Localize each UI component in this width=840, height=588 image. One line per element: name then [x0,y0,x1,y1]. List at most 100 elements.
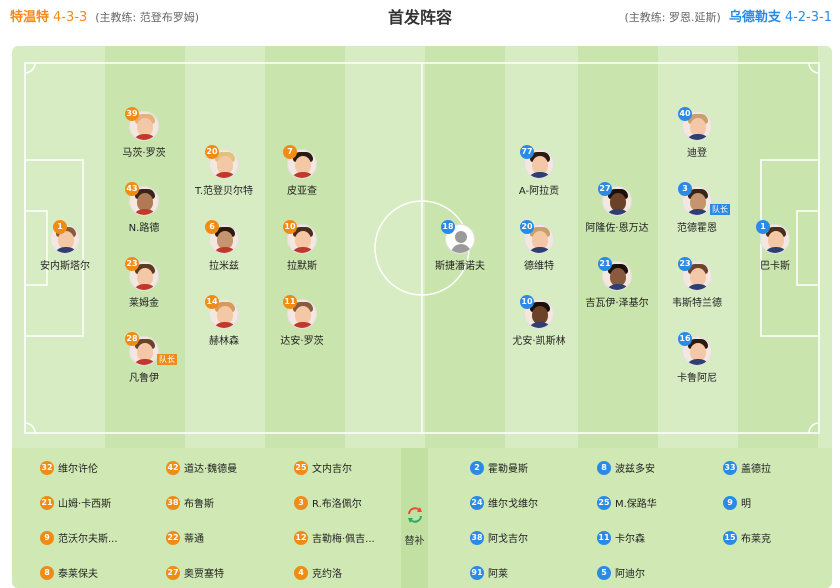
sub-player-name: R.布洛佩尔 [312,499,362,510]
jersey-number-badge: 7 [283,145,297,159]
jersey-number-badge: 43 [125,182,139,196]
jersey-number-badge: 39 [125,107,139,121]
page-title: 首发阵容 [387,8,452,27]
player-away[interactable]: 40 迪登 [652,107,742,159]
jersey-number-badge: 40 [678,107,692,121]
jersey-number-badge: 27 [166,565,180,580]
player-away[interactable]: 1 巴卡斯 [730,220,820,272]
player-home[interactable]: 10 拉默斯 [257,220,347,272]
jersey-number-badge: 32 [40,460,54,475]
player-name: 斯捷潘诺夫 [435,261,485,272]
player-name: 阿隆佐·恩万达 [585,223,649,234]
player-away[interactable]: 27 阿隆佐·恩万达 [572,182,662,234]
player-name: 马茨·罗茨 [122,148,166,159]
player-home[interactable]: 14 赫林森 [179,295,269,347]
player-name: 卡鲁阿尼 [677,373,717,384]
player-avatar [602,261,632,291]
jersey-number-badge: 3 [294,495,308,510]
player-away[interactable]: 20 德维特 [494,220,584,272]
jersey-number-badge: 4 [294,565,308,580]
player-away[interactable]: 77 A-阿拉贡 [494,145,584,197]
player-home[interactable]: 20 T.范登贝尔特 [179,145,269,197]
player-home[interactable]: 6 拉米兹 [179,220,269,272]
player-away[interactable]: 23 韦斯特兰德 [652,257,742,309]
jersey-number-badge: 3 [678,182,692,196]
player-away[interactable]: 10 尤安·凯斯林 [494,295,584,347]
sub-player-name: 波兹多安 [615,464,655,475]
sub-player-name: 克约洛 [312,569,342,580]
sub-player-name: 布鲁斯 [184,499,214,510]
home-formation: 4-3-3 [53,10,88,25]
sub-player-name: 布莱克 [741,534,771,545]
sub-player-away[interactable]: 8 波兹多安 [597,460,655,476]
substitutes-text: 替补 [404,536,425,547]
sub-player-home[interactable]: 4 克约洛 [294,565,342,581]
jersey-number-badge: 1 [756,220,770,234]
player-home[interactable]: 1 安内斯塔尔 [20,220,110,272]
player-avatar [287,149,317,179]
player-avatar [209,299,239,329]
jersey-number-badge: 38 [470,530,484,545]
jersey-number-badge: 15 [723,530,737,545]
player-away[interactable]: 21 吉瓦伊·泽基尔 [572,257,662,309]
jersey-number-badge: 12 [294,530,308,545]
player-name: 迪登 [687,148,707,159]
jersey-number-badge: 10 [283,220,297,234]
player-home[interactable]: 28 队长 凡鲁伊 [99,332,189,384]
player-home[interactable]: 39 马茨·罗茨 [99,107,189,159]
away-formation: 4-2-3-1 [784,10,832,25]
sub-player-name: 文内吉尔 [312,464,352,475]
jersey-number-badge: 10 [520,295,534,309]
jersey-number-badge: 1 [53,220,67,234]
player-name: 德维特 [524,261,554,272]
home-coach: (主教练: 范登布罗姆) [95,11,200,24]
sub-player-home[interactable]: 38 布鲁斯 [166,495,214,511]
player-name: 安内斯塔尔 [40,261,90,272]
jersey-number-badge: 23 [678,257,692,271]
player-away[interactable]: 16 卡鲁阿尼 [652,332,742,384]
sub-player-away[interactable]: 15 布莱克 [723,530,771,546]
sub-player-away[interactable]: 33 盖德拉 [723,460,771,476]
sub-player-name: 盖德拉 [741,464,771,475]
player-name: 赫林森 [209,336,239,347]
player-home[interactable]: 11 达安·罗茨 [257,295,347,347]
player-avatar-placeholder-icon [445,224,475,254]
home-team-name[interactable]: 特温特 [10,10,50,25]
sub-player-name: 卡尔森 [615,534,645,545]
player-name: 达安·罗茨 [280,336,324,347]
player-home[interactable]: 7 皮亚查 [257,145,347,197]
jersey-number-badge: 6 [205,220,219,234]
player-avatar [682,261,712,291]
away-team-name[interactable]: 乌德勒支 [728,10,781,25]
sub-player-name: 范沃尔夫斯... [58,534,118,545]
player-home[interactable]: 43 N.路德 [99,182,189,234]
substitutes-label: 替补 [401,506,428,547]
jersey-number-badge: 5 [597,565,611,580]
sub-player-name: 道达·魏德曼 [184,464,238,475]
jersey-number-badge: 38 [166,495,180,510]
sub-player-home[interactable]: 3 R.布洛佩尔 [294,495,362,511]
jersey-number-badge: 33 [723,460,737,475]
player-away[interactable]: 18 斯捷潘诺夫 [415,220,505,272]
sub-player-name: 山姆·卡西斯 [58,499,112,510]
player-away[interactable]: 3 队长 范德霍恩 [652,182,742,234]
jersey-number-badge: 8 [597,460,611,475]
player-home[interactable]: 23 莱姆金 [99,257,189,309]
